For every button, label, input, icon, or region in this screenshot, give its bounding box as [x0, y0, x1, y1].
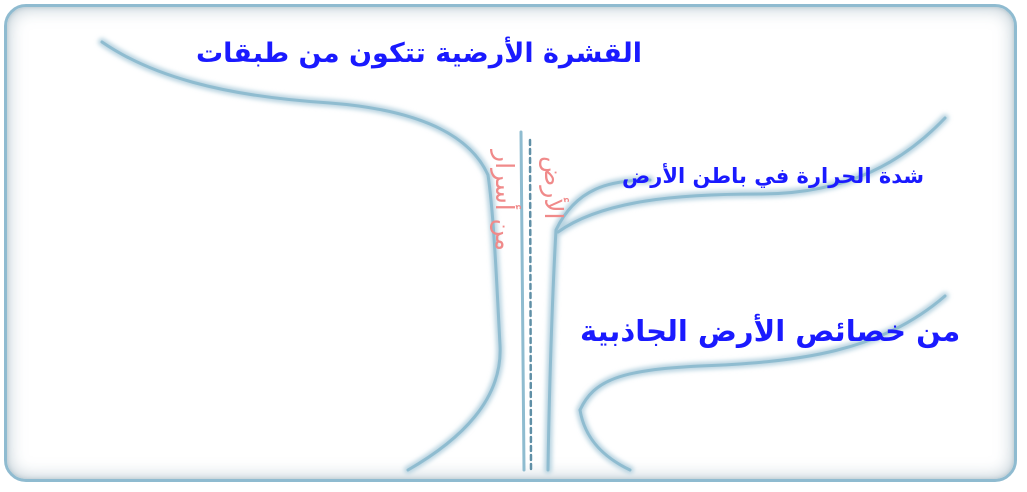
branch-gravity [578, 294, 947, 412]
trunk-center-dashed [528, 138, 533, 472]
label-gravity: من خصائص الأرض الجاذبية [580, 314, 961, 348]
branch-top [100, 40, 502, 472]
label-heat: شدة الحرارة في باطن الأرض [622, 164, 925, 188]
label-layers: القشرة الأرضية تتكون من طبقات [196, 38, 643, 69]
trunk-label-earth: الأرض [539, 156, 568, 220]
trunk-right-flare [578, 408, 632, 472]
branch-heat [556, 116, 947, 234]
trunk-label-secrets: من أسرار [490, 150, 519, 252]
trunk-left-inner [519, 130, 526, 472]
rounded-frame [4, 4, 1017, 482]
trunk-right-edge [546, 178, 652, 472]
